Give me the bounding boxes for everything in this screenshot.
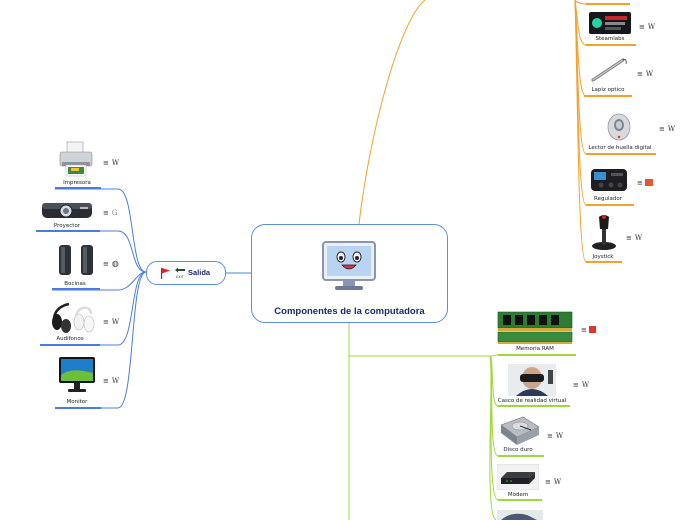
node-lector-huella-label: Lector de huella digital xyxy=(588,145,652,151)
connector-lower-more xyxy=(489,355,497,520)
exit-icon-caption: EXIT xyxy=(176,275,185,279)
node-monitor-attachments[interactable]: ≡W xyxy=(103,377,120,385)
connector-salida-audifonos xyxy=(40,271,147,346)
partial-component-image xyxy=(497,510,543,520)
node-regulador-underline xyxy=(586,204,634,206)
projector-image xyxy=(42,203,92,218)
node-bocinas-attachments[interactable]: ≡◍ xyxy=(103,259,119,269)
node-proyector-attachments[interactable]: ≡G xyxy=(103,209,118,217)
node-disco-duro-label: Disco duro xyxy=(503,447,533,453)
node-lapiz-optico-underline xyxy=(584,95,632,97)
node-joystick-label: Joystick xyxy=(592,254,614,260)
node-impresora-underline xyxy=(55,187,101,189)
node-monitor-underline xyxy=(55,407,101,409)
node-proyector-underline xyxy=(36,230,100,232)
headphones-image xyxy=(52,302,95,333)
node-bocinas-label: Bocinas xyxy=(64,281,86,287)
wikipedia-icon[interactable]: W xyxy=(553,478,562,486)
node-casco-vr-label: Casco de realidad virtual xyxy=(497,398,567,404)
office-logo-icon[interactable] xyxy=(644,179,653,186)
upper-right-connectors xyxy=(358,0,656,263)
node-casco-vr-attachments[interactable]: ≡W xyxy=(573,381,590,389)
monitor-face-icon xyxy=(322,241,376,290)
wikipedia-icon[interactable]: W xyxy=(555,432,564,440)
fingerprint-reader-image xyxy=(607,113,631,141)
central-topic-title: Componentes de la computadora xyxy=(274,306,425,317)
ram-image xyxy=(497,311,573,344)
connector-salida-impresora xyxy=(55,188,147,273)
node-impresora-attachments[interactable]: ≡W xyxy=(103,159,120,167)
globe-icon[interactable]: ◍ xyxy=(111,259,119,268)
connector-upper-joystick xyxy=(574,0,622,263)
wikipedia-icon[interactable]: W xyxy=(111,318,120,326)
node-modem-underline xyxy=(498,499,542,501)
monitor-image xyxy=(59,357,95,392)
exit-icon: EXIT xyxy=(175,267,185,279)
steamlabs-image xyxy=(589,12,631,34)
node-impresora-label: Impresora xyxy=(63,180,91,186)
node-audifonos-attachments[interactable]: ≡W xyxy=(103,318,120,326)
left-branch-connectors xyxy=(36,188,147,409)
speakers-image xyxy=(59,245,93,275)
node-memoria-ram-label: Memoria RAM xyxy=(516,346,554,352)
wikipedia-icon[interactable]: W xyxy=(647,23,656,31)
hard-drive-image xyxy=(500,416,540,445)
google-search-icon[interactable]: G xyxy=(111,209,118,217)
modem-image xyxy=(497,464,539,490)
slides-logo-icon[interactable] xyxy=(588,326,596,333)
wikipedia-icon[interactable]: W xyxy=(581,381,590,389)
salida-node[interactable]: EXIT Salida xyxy=(146,261,226,285)
node-steamlabs-label: Steamlabs xyxy=(595,36,625,42)
central-topic[interactable]: Componentes de la computadora xyxy=(251,224,448,323)
salida-label: Salida xyxy=(188,268,211,277)
connector-upper-top xyxy=(574,0,630,5)
node-disco-duro-attachments[interactable]: ≡W xyxy=(547,432,564,440)
wikipedia-icon[interactable]: W xyxy=(111,377,120,385)
node-regulador-label: Regulador xyxy=(594,196,622,202)
node-memoria-ram-underline xyxy=(498,354,576,356)
voltage-regulator-image xyxy=(591,169,627,191)
node-modem-label: Modem xyxy=(507,492,529,498)
joystick-image xyxy=(592,215,616,250)
wikipedia-icon[interactable]: W xyxy=(111,159,120,167)
node-steamlabs-underline xyxy=(586,44,636,46)
connector-central-upper-trunk xyxy=(358,0,426,225)
node-disco-duro-underline xyxy=(498,455,544,457)
node-lapiz-optico-attachments[interactable]: ≡W xyxy=(637,70,654,78)
wikipedia-icon[interactable]: W xyxy=(645,70,654,78)
wikipedia-icon[interactable]: W xyxy=(634,234,643,242)
light-pen-image xyxy=(591,58,627,82)
node-bocinas-underline xyxy=(52,288,100,290)
node-lector-huella-underline xyxy=(586,153,656,155)
printer-image xyxy=(59,141,93,177)
lower-right-connectors xyxy=(348,321,576,520)
node-regulador-attachments[interactable]: ≡ xyxy=(637,179,653,187)
node-monitor-label: Monitor xyxy=(66,399,88,405)
node-joystick-underline xyxy=(586,261,622,263)
node-casco-vr-underline xyxy=(498,405,570,407)
node-steamlabs-attachments[interactable]: ≡W xyxy=(639,23,656,31)
node-memoria-ram-attachments[interactable]: ≡ xyxy=(581,326,596,334)
node-top-underline xyxy=(586,3,630,5)
wikipedia-icon[interactable]: W xyxy=(667,125,676,133)
node-modem-attachments[interactable]: ≡W xyxy=(545,478,562,486)
node-audifonos-label: Audifonos xyxy=(56,336,84,342)
node-lector-huella-attachments[interactable]: ≡W xyxy=(659,125,676,133)
node-joystick-attachments[interactable]: ≡W xyxy=(626,234,643,242)
node-lapiz-optico-label: Lapiz optico xyxy=(591,87,625,93)
node-proyector-label: Proyector xyxy=(53,223,81,229)
node-audifonos-underline xyxy=(40,344,100,346)
connector-salida-proyector xyxy=(36,230,147,273)
connector-salida-monitor xyxy=(55,271,147,409)
vr-headset-image xyxy=(508,364,556,396)
red-flag-icon xyxy=(161,268,170,279)
